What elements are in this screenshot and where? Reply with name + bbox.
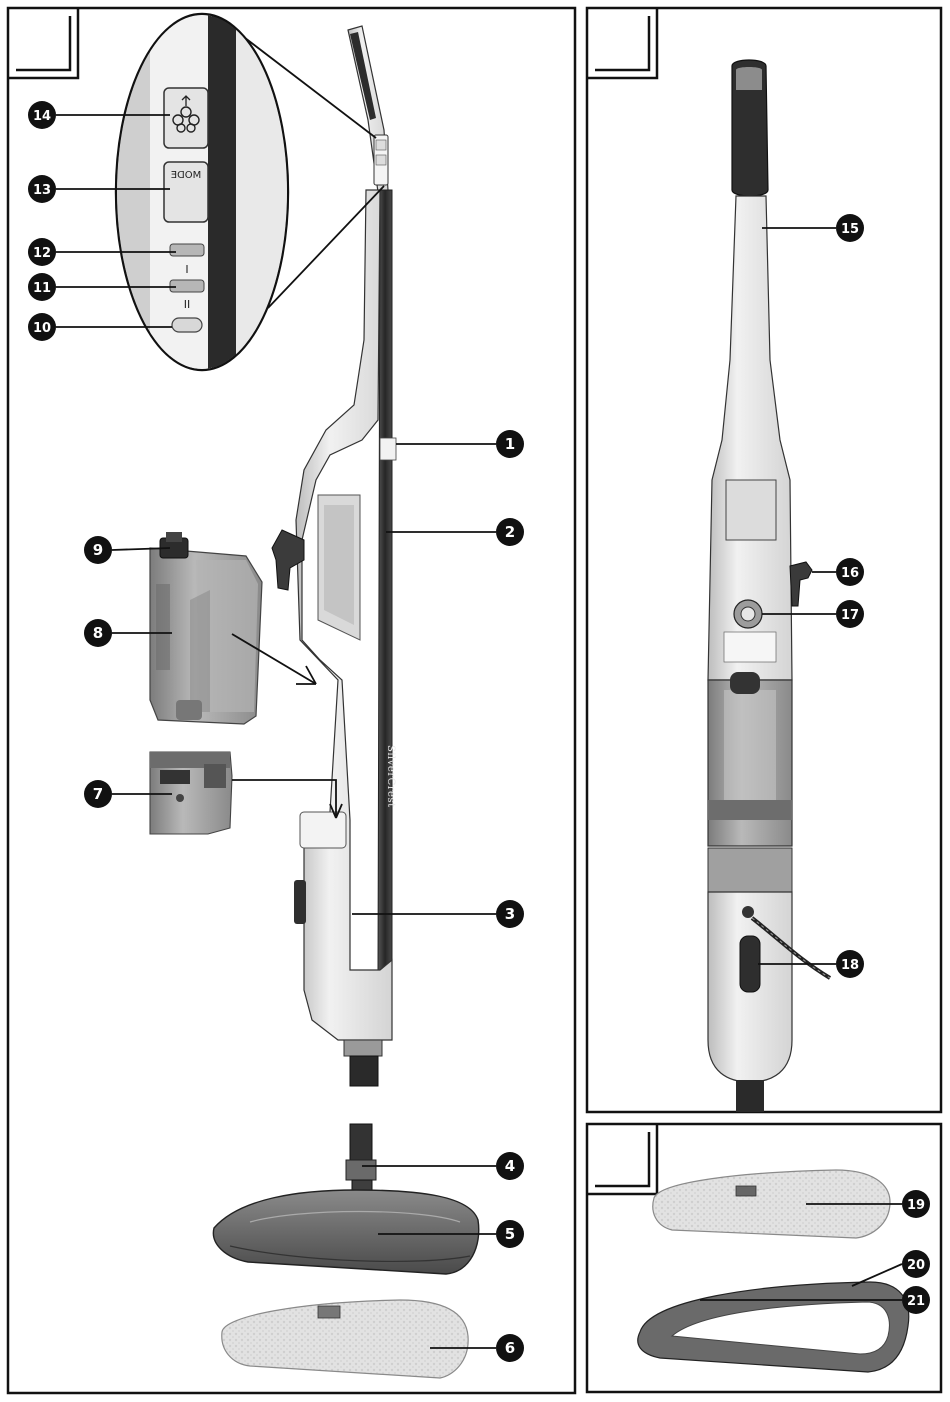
steam-mop-back [708,60,830,1112]
control-panel-zoom: MODE I II [110,0,384,400]
callout-13: 13 [28,175,56,203]
svg-text:15: 15 [841,222,859,237]
mode-button-text: MODE [171,170,202,181]
callout-12: 12 [28,238,56,266]
svg-text:20: 20 [907,1258,925,1273]
svg-text:9: 9 [93,541,103,559]
callout-2: 2 [496,518,524,546]
svg-text:5: 5 [505,1225,515,1243]
svg-text:1: 1 [505,435,515,453]
callout-3: 3 [496,900,524,928]
panel-a-frame [8,8,575,1393]
svg-text:10: 10 [33,321,51,336]
svg-text:7: 7 [93,785,103,803]
svg-text:16: 16 [841,566,859,581]
steam-mop-front: SilverCrest [272,26,396,1086]
callout-14: 14 [28,101,56,129]
cloth-pad [222,1300,468,1378]
svg-text:6: 6 [505,1339,515,1357]
callout-19: 19 [902,1190,930,1218]
callout-5: 5 [496,1220,524,1248]
callout-21: 21 [902,1286,930,1314]
svg-text:8: 8 [93,624,103,642]
svg-text:21: 21 [907,1294,925,1309]
callout-10: 10 [28,313,56,341]
callout-6: 6 [496,1334,524,1362]
callout-20: 20 [902,1250,930,1278]
callout-11: 11 [28,273,56,301]
svg-text:4: 4 [505,1157,515,1175]
svg-text:12: 12 [33,246,51,261]
callout-15: 15 [836,214,864,242]
svg-text:17: 17 [841,608,859,623]
callout-4: 4 [496,1152,524,1180]
svg-text:11: 11 [33,281,51,296]
water-tank [150,532,262,724]
filter-cartridge [150,752,232,834]
svg-text:13: 13 [33,183,51,198]
svg-text:14: 14 [33,109,51,124]
connector-and-base [213,1124,478,1274]
callout-17: 17 [836,600,864,628]
callout-18: 18 [836,950,864,978]
pad-frame [638,1282,909,1372]
svg-text:2: 2 [505,523,515,541]
callout-16: 16 [836,558,864,586]
level-one-text: I [185,263,188,276]
callout-1: 1 [496,430,524,458]
callout-9: 9 [84,536,112,564]
level-two-text: II [184,298,191,311]
svg-text:3: 3 [505,905,515,923]
brand-text: SilverCrest [385,745,396,808]
callout-7: 7 [84,780,112,808]
svg-text:18: 18 [841,958,859,973]
callout-8: 8 [84,619,112,647]
svg-text:19: 19 [907,1198,925,1213]
